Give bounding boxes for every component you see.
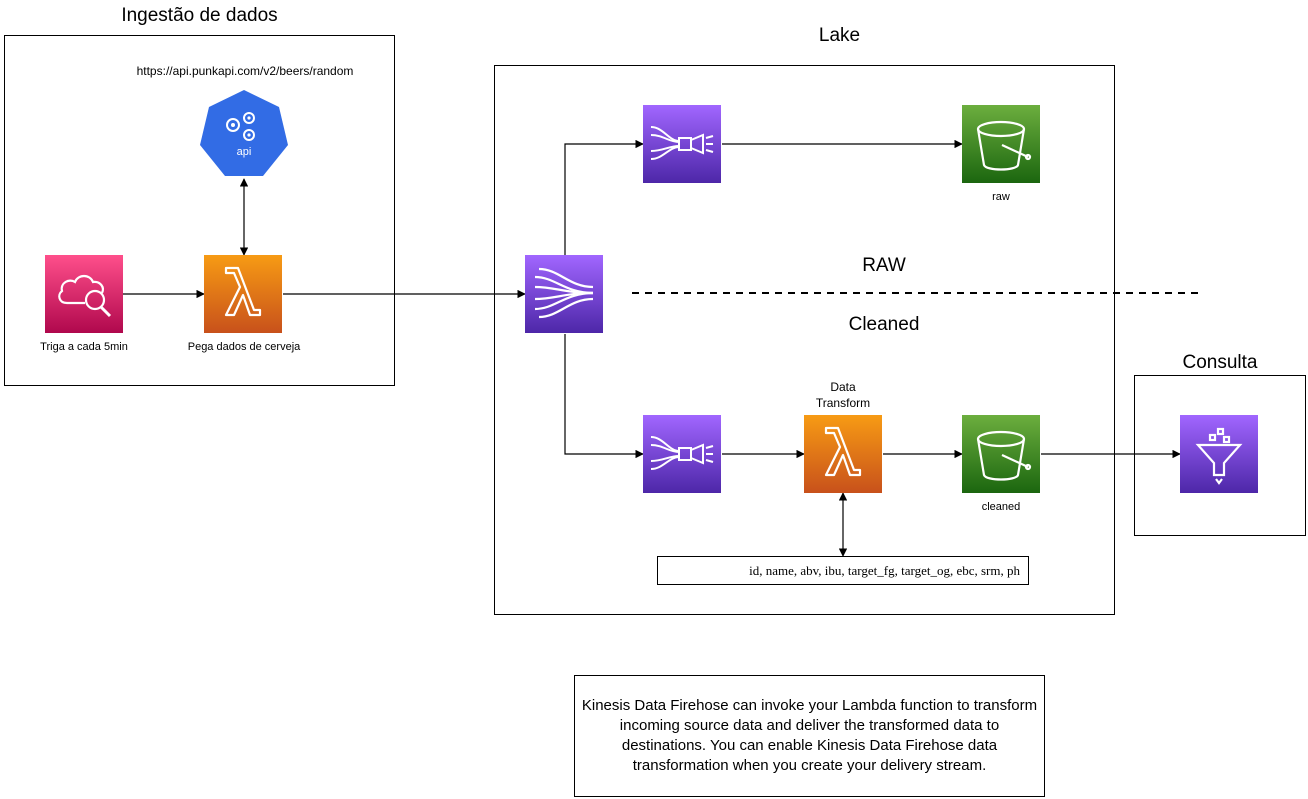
bucket-cleaned-label: cleaned bbox=[981, 501, 1021, 513]
fields-list: id, name, abv, ibu, target_fg, target_og… bbox=[657, 556, 1029, 585]
firehose-cleaned-icon bbox=[643, 415, 721, 493]
zone-raw-label: RAW bbox=[862, 255, 906, 276]
ingestion-title: Ingestão de dados bbox=[121, 5, 278, 26]
cloudwatch-events-icon bbox=[45, 255, 123, 333]
kubernetes-api-icon: api bbox=[197, 88, 291, 182]
transform-label-line2: Transform bbox=[815, 396, 871, 410]
ingest-lambda-icon bbox=[204, 255, 282, 333]
bucket-raw-label: raw bbox=[992, 191, 1010, 203]
kinesis-data-streams-icon bbox=[525, 255, 603, 333]
zone-cleaned-label: Cleaned bbox=[848, 314, 920, 335]
ingestion-group bbox=[4, 35, 395, 386]
s3-bucket-raw-icon bbox=[962, 105, 1040, 183]
ingest-lambda-label: Pega dados de cerveja bbox=[187, 341, 301, 353]
firehose-note: Kinesis Data Firehose can invoke your La… bbox=[574, 675, 1045, 797]
query-group bbox=[1134, 375, 1306, 536]
edge-stream-firehose-cleaned bbox=[564, 334, 644, 459]
lake-title: Lake bbox=[818, 25, 861, 46]
athena-icon bbox=[1180, 415, 1258, 493]
api-badge-text: api bbox=[236, 146, 252, 158]
api-url: https://api.punkapi.com/v2/beers/random bbox=[136, 64, 354, 78]
edge-stream-firehose-raw bbox=[564, 139, 644, 255]
lake-group bbox=[494, 65, 1115, 615]
transform-label-line1: Data bbox=[830, 380, 856, 394]
firehose-raw-icon bbox=[643, 105, 721, 183]
scheduler-label: Triga a cada 5min bbox=[40, 341, 128, 353]
s3-bucket-cleaned-icon bbox=[962, 415, 1040, 493]
query-title: Consulta bbox=[1182, 352, 1258, 373]
transform-lambda-icon bbox=[804, 415, 882, 493]
